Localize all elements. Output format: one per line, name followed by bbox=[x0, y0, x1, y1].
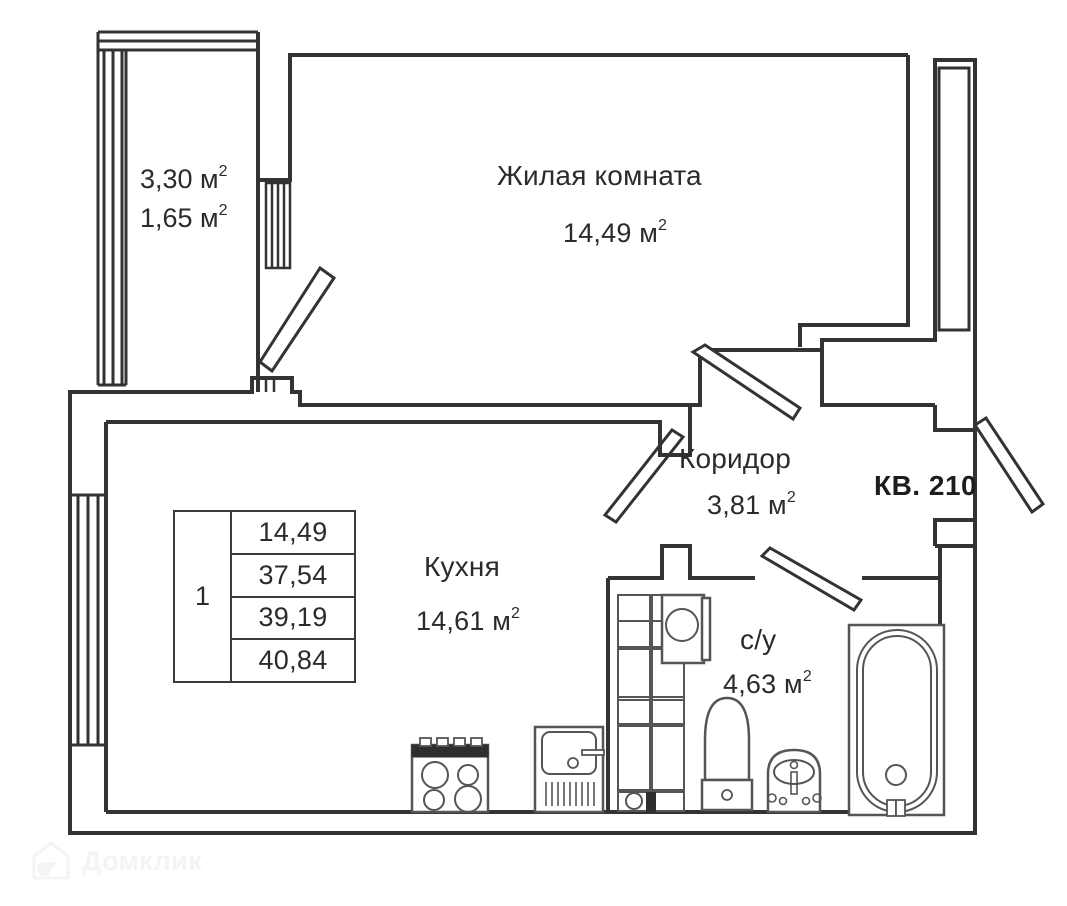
stove-icon bbox=[410, 737, 490, 814]
area-summary-table: 1 14,49 37,54 39,19 40,84 bbox=[173, 510, 356, 683]
living-room-area-superscript: 2 bbox=[658, 217, 668, 234]
bathroom-area-superscript: 2 bbox=[802, 668, 812, 685]
kitchen-area-superscript: 2 bbox=[511, 605, 521, 622]
summary-value-total-living: 37,54 bbox=[232, 555, 354, 598]
balcony-gross-area: 3,30 м2 bbox=[140, 163, 228, 194]
summary-value-total-with-balcony: 40,84 bbox=[258, 645, 328, 676]
balcony-door-glazing bbox=[264, 181, 292, 270]
balcony-net-area: 1,65 м2 bbox=[140, 202, 228, 233]
door-living-to-corridor bbox=[690, 343, 803, 422]
house-logo-icon bbox=[32, 841, 70, 880]
cabinet-divider bbox=[646, 792, 656, 812]
summary-values-column: 14,49 37,54 39,19 40,84 bbox=[232, 512, 354, 681]
rooms-count-cell: 1 bbox=[175, 512, 232, 681]
summary-value-living: 14,49 bbox=[232, 512, 354, 555]
balcony-net-superscript: 2 bbox=[218, 202, 228, 219]
kitchen-area: 14,61 м2 bbox=[416, 605, 521, 636]
bathtub-icon bbox=[847, 623, 946, 817]
summary-value-total-with-balcony-half: 39,19 bbox=[232, 598, 354, 641]
watermark: Домклик bbox=[30, 840, 202, 882]
balcony-gross-superscript: 2 bbox=[218, 163, 228, 180]
living-room-area: 14,49 м2 bbox=[563, 217, 668, 248]
kitchen-sink-icon bbox=[533, 725, 605, 814]
kitchen-wall-notch bbox=[256, 378, 276, 392]
living-room-window bbox=[937, 66, 971, 332]
living-room-walls bbox=[290, 53, 937, 347]
bathroom-area: 4,63 м2 bbox=[723, 668, 812, 699]
washbasin-icon bbox=[766, 748, 822, 814]
bathroom-label: с/у bbox=[740, 624, 777, 655]
corridor-label: Коридор bbox=[679, 443, 791, 474]
watermark-text: Домклик bbox=[82, 845, 203, 876]
entrance-door bbox=[972, 415, 1046, 515]
kitchen-window bbox=[70, 493, 106, 747]
corridor-area: 3,81 м2 bbox=[707, 489, 796, 520]
washing-machine-icon bbox=[660, 593, 712, 665]
kitchen-label: Кухня bbox=[424, 551, 500, 582]
apartment-number-label: КВ. 210 bbox=[874, 470, 978, 501]
corridor-area-superscript: 2 bbox=[786, 489, 796, 506]
door-corridor-to-bathroom bbox=[759, 546, 864, 612]
toilet-icon bbox=[700, 696, 754, 812]
balcony-glazing bbox=[96, 30, 258, 387]
door-corridor-to-kitchen bbox=[602, 428, 686, 524]
door-living-to-hall bbox=[257, 265, 337, 374]
living-room-label: Жилая комната bbox=[497, 160, 702, 191]
